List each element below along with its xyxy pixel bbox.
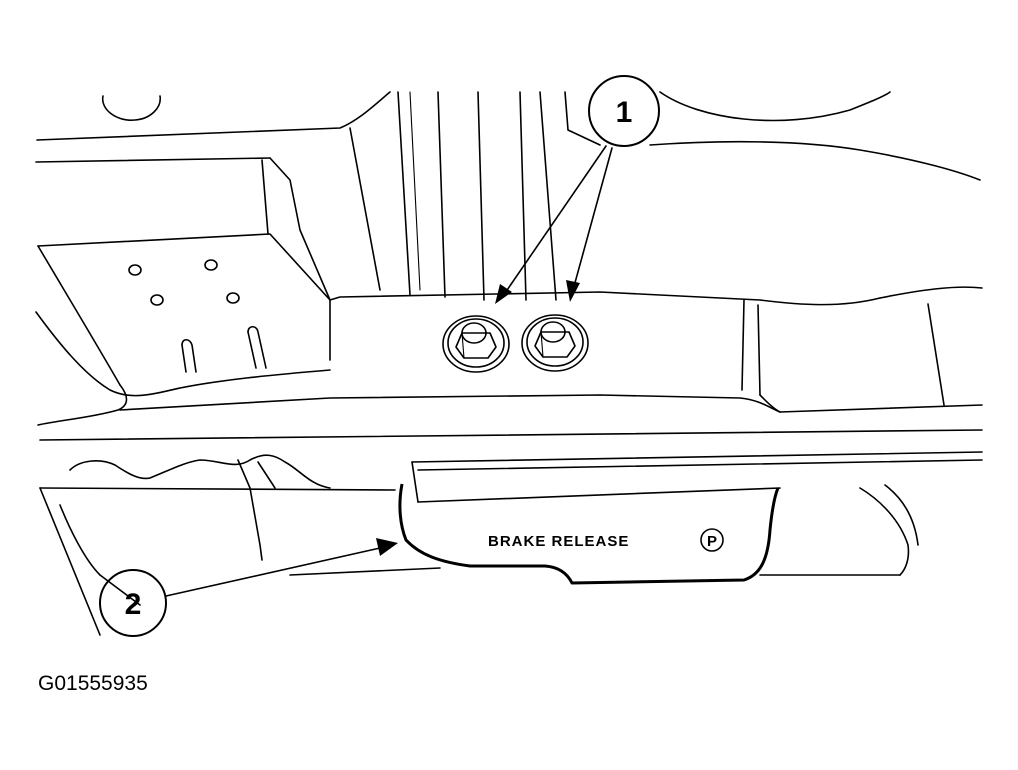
upper-body-panels	[35, 91, 983, 299]
vertical-ribs	[349, 91, 557, 301]
arrow-head-icon	[495, 284, 512, 304]
figure-id: G01555935	[38, 672, 148, 695]
lower-structure	[39, 429, 983, 636]
brake-release-handle: BRAKE RELEASE P	[398, 483, 780, 585]
callout-2: 2	[99, 538, 398, 637]
parking-p-symbol: P	[707, 533, 717, 550]
brake-release-label: BRAKE RELEASE	[488, 533, 629, 550]
crossmember	[119, 291, 983, 413]
bolt-left	[442, 315, 510, 373]
left-mount-bracket	[35, 157, 331, 426]
parking-p-icon	[700, 528, 724, 552]
callout-2-number: 2	[125, 588, 142, 621]
arrow-head-icon	[376, 538, 398, 556]
mounting-bolts	[442, 314, 589, 373]
callout-1: 1	[495, 75, 660, 304]
callout-1-number: 1	[616, 96, 633, 129]
arrow-head-icon	[566, 280, 580, 302]
bolt-right	[521, 314, 589, 372]
